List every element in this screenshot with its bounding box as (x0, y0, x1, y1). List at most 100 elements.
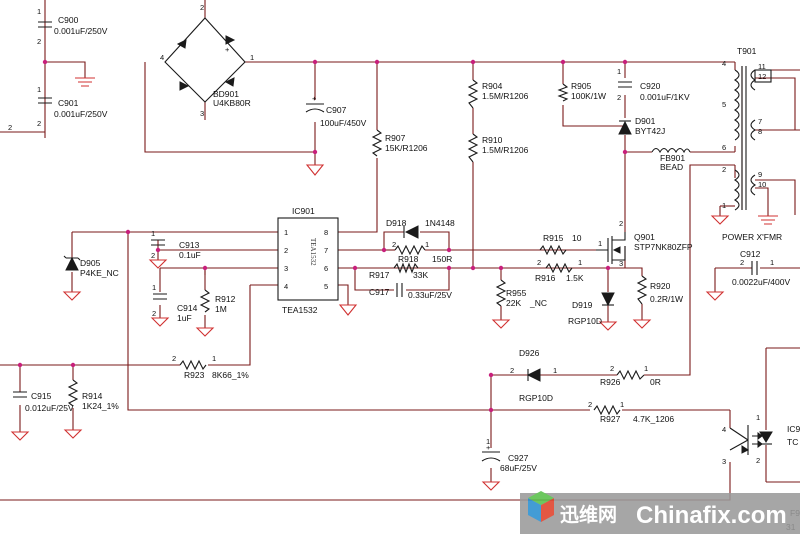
svg-text:+: + (486, 443, 491, 452)
watermark-cn-text: 迅维网 (560, 503, 617, 526)
svg-text:4: 4 (722, 425, 726, 434)
svg-text:3: 3 (722, 457, 726, 466)
resistor-r917: R917 33K (369, 262, 428, 280)
q901-value: STP7NK80ZFP (634, 242, 693, 252)
svg-text:2: 2 (200, 3, 204, 12)
bd901-ref: BD901 (213, 89, 239, 99)
resistor-r916: 2 1 R916 1.5K (535, 258, 584, 283)
r907-ref: R907 (385, 133, 406, 143)
svg-text:1: 1 (578, 258, 582, 267)
r910-value: 1.5M/R1206 (482, 145, 529, 155)
svg-text:2: 2 (610, 364, 614, 373)
svg-text:1: 1 (37, 85, 41, 94)
diode-d901: D901 BYT42J (618, 116, 665, 136)
r914-ref: R914 (82, 391, 103, 401)
svg-text:2: 2 (172, 354, 176, 363)
ground-symbol (305, 164, 325, 176)
svg-text:3: 3 (284, 264, 288, 273)
svg-text:8: 8 (758, 127, 762, 136)
svg-text:5: 5 (324, 282, 328, 291)
c912-value: 0.0022uF/400V (732, 277, 790, 287)
r955-value: 22K (506, 298, 521, 308)
optocoupler: 4 3 1 2 IC9 TC (722, 413, 800, 466)
svg-text:2: 2 (756, 456, 760, 465)
t901-value: POWER X'FMR (722, 232, 782, 242)
c917-value: 0.33uF/25V (408, 290, 452, 300)
ground-symbol (150, 317, 170, 327)
r912-value: 1M (215, 304, 227, 314)
r912-ref: R912 (215, 294, 236, 304)
bead-fb901: FB901 BEAD (651, 147, 691, 172)
d919-value: RGP10D (568, 316, 602, 326)
svg-text:2: 2 (37, 119, 41, 128)
c915-value: 0.012uF/25V (25, 403, 74, 413)
svg-text:1: 1 (644, 364, 648, 373)
svg-text:2: 2 (284, 246, 288, 255)
svg-text:2: 2 (537, 258, 541, 267)
r927-value: 4.7K_1206 (633, 414, 674, 424)
svg-text:4: 4 (160, 53, 164, 62)
svg-text:1: 1 (722, 201, 726, 210)
r918-value: 150R (432, 254, 452, 264)
r923-value: 8K66_1% (212, 370, 249, 380)
d919-ref: D919 (572, 300, 593, 310)
capacitor-c917: C917 0.33uF/25V (369, 283, 452, 300)
bd901-value: U4KB80R (213, 98, 251, 108)
fb901-ref: FB901 (660, 153, 685, 163)
d918-ref: D918 (386, 218, 407, 228)
d901-ref: D901 (635, 116, 656, 126)
svg-text:11: 11 (758, 62, 766, 71)
capacitor-c907: + C907 100uF/450V (305, 94, 367, 128)
svg-text:7: 7 (324, 246, 328, 255)
capacitor-c920: 1 2 C920 0.001uF/1KV (617, 67, 690, 102)
capacitor-c914: 1 2 C914 1uF (152, 283, 198, 323)
diode-d905: D905 P4KE_NC (63, 255, 119, 278)
svg-text:8: 8 (324, 228, 328, 237)
c914-ref: C914 (177, 303, 198, 313)
svg-text:2: 2 (37, 37, 41, 46)
diode-d918: D918 1N4148 (386, 218, 455, 239)
ic-right-value: TC (787, 437, 798, 447)
mosfet-q901: 1 2 3 Q901 STP7NK80ZFP (596, 219, 693, 268)
svg-text:7: 7 (758, 117, 762, 126)
svg-text:9: 9 (758, 170, 762, 179)
svg-text:6: 6 (324, 264, 328, 273)
c900-ref: C900 (58, 15, 79, 25)
svg-text:2: 2 (722, 165, 726, 174)
resistor-r918: 2 1 R918 150R (392, 240, 452, 264)
d905-value: P4KE_NC (80, 268, 119, 278)
svg-text:1: 1 (284, 228, 288, 237)
svg-text:3: 3 (200, 109, 204, 118)
diode-d926: D926 2 1 RGP10D (510, 348, 557, 403)
ground-symbol (75, 77, 95, 87)
svg-text:2: 2 (619, 219, 623, 228)
ground-symbol (338, 304, 358, 316)
resistor-r907: R907 15K/R1206 (371, 129, 428, 157)
resistor-r905: R905 100K/1W (557, 81, 606, 102)
svg-text:12: 12 (758, 72, 766, 81)
svg-text:1: 1 (486, 437, 490, 446)
svg-text:2: 2 (392, 240, 396, 249)
svg-text:2: 2 (740, 258, 744, 267)
c901-value: 0.001uF/250V (54, 109, 108, 119)
r916-ref: R916 (535, 273, 556, 283)
svg-text:+: + (225, 45, 230, 54)
r920-ref: R920 (650, 281, 671, 291)
capacitor-c900: 1 2 C900 0.001uF/250V (37, 7, 108, 46)
ground-symbol (148, 259, 168, 269)
resistor-r927: 2 1 R927 4.7K_1206 (588, 400, 674, 424)
r904-value: 1.5M/R1206 (482, 91, 529, 101)
c927-ref: C927 (508, 453, 529, 463)
d926-ref: D926 (519, 348, 540, 358)
svg-text:3: 3 (619, 259, 623, 268)
r926-value: 0R (650, 377, 661, 387)
svg-text:1: 1 (770, 258, 774, 267)
bridge-rectifier-bd901: 2 4 1 3 + BD901 U4KB80R (160, 3, 254, 118)
watermark-logo-icon (528, 491, 554, 522)
svg-text:10: 10 (758, 180, 766, 189)
ground-symbol (195, 327, 215, 337)
svg-text:1: 1 (151, 229, 155, 238)
c915-ref: C915 (31, 391, 52, 401)
svg-text:2: 2 (151, 251, 155, 260)
